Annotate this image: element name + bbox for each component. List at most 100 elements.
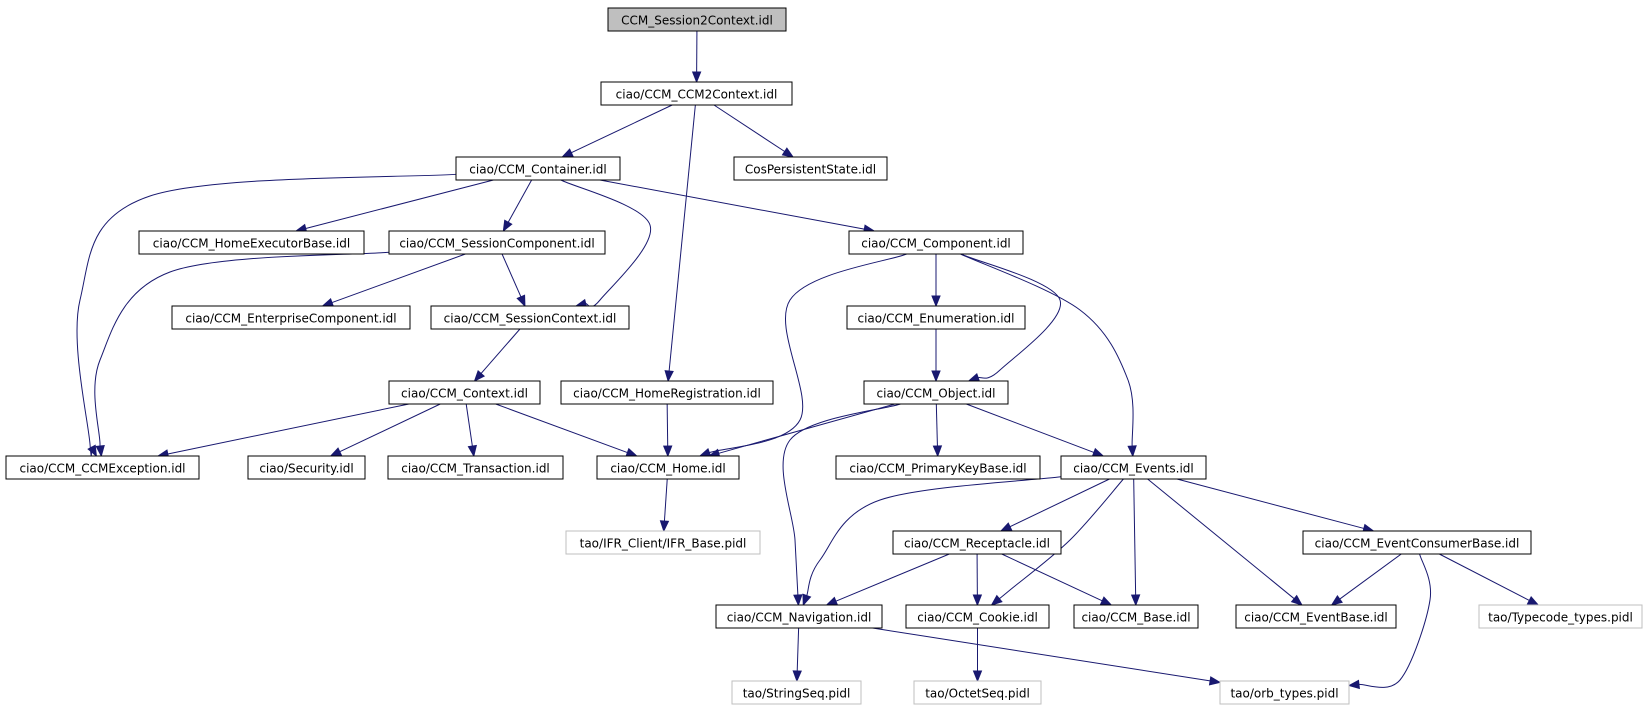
- node-label: ciao/CCM_EnterpriseComponent.idl: [185, 312, 396, 326]
- edge-line: [1009, 478, 1110, 528]
- node-security[interactable]: ciao/Security.idl: [247, 455, 366, 480]
- nodes-layer: CCM_Session2Context.idl ciao/CCM_CCM2Cont…: [5, 7, 1643, 705]
- node-label: ciao/CCM_Component.idl: [861, 237, 1011, 251]
- edge-arrowhead: [659, 520, 670, 533]
- node-sesscomp[interactable]: ciao/CCM_SessionComponent.idl: [388, 230, 606, 255]
- edge-line: [495, 403, 628, 454]
- edge-line: [966, 403, 1095, 453]
- node-transact[interactable]: ciao/CCM_Transaction.idl: [387, 455, 564, 480]
- node-octseq[interactable]: tao/OctetSeq.pidl: [913, 680, 1042, 705]
- edge-root-to-ccm2ctx: [691, 30, 702, 84]
- edge-arrowhead: [662, 445, 673, 458]
- edge-arrowhead: [691, 71, 702, 84]
- edge-arrowhead: [990, 594, 1003, 606]
- node-events[interactable]: ciao/CCM_Events.idl: [1060, 455, 1207, 480]
- node-label: ciao/CCM_Context.idl: [401, 387, 528, 401]
- node-label: ciao/CCM_CCM2Context.idl: [616, 88, 778, 102]
- edge-arrowhead: [932, 445, 943, 458]
- node-box: [1478, 604, 1643, 629]
- edge-line: [599, 179, 865, 230]
- node-evbase[interactable]: ciao/CCM_EventBase.idl: [1235, 604, 1397, 629]
- node-base[interactable]: ciao/CCM_Base.idl: [1073, 604, 1199, 629]
- node-container[interactable]: ciao/CCM_Container.idl: [455, 156, 621, 181]
- edge-ccm2ctx-to-homereg: [664, 104, 696, 383]
- edge-arrowhead: [1127, 445, 1137, 458]
- edge-evconsumer-to-orbtypes: [1347, 553, 1432, 690]
- edge-line: [1176, 478, 1364, 529]
- node-component[interactable]: ciao/CCM_Component.idl: [848, 230, 1024, 255]
- node-enumer[interactable]: ciao/CCM_Enumeration.idl: [846, 305, 1026, 330]
- edge-line: [305, 179, 494, 229]
- node-box: [607, 7, 787, 32]
- node-label: ciao/CCM_Cookie.idl: [917, 611, 1038, 625]
- node-recept[interactable]: ciao/CCM_Receptacle.idl: [892, 530, 1062, 555]
- node-ccm2ctx[interactable]: ciao/CCM_CCM2Context.idl: [600, 81, 793, 106]
- edge-arrowhead: [95, 445, 105, 458]
- edge-events-to-base: [1130, 478, 1141, 607]
- edge-line: [796, 627, 800, 672]
- edge-arrowhead: [329, 447, 343, 457]
- node-label: ciao/CCM_Container.idl: [469, 163, 606, 177]
- edge-arrowhead: [502, 219, 513, 233]
- node-box: [846, 305, 1026, 330]
- edge-arrowhead: [999, 522, 1013, 532]
- edge-events-to-navig: [802, 476, 1062, 607]
- node-box: [596, 455, 740, 480]
- edge-object-to-navig: [782, 403, 901, 607]
- node-box: [565, 530, 761, 555]
- node-label: tao/IFR_Client/IFR_Base.pidl: [580, 537, 747, 551]
- node-evconsumer[interactable]: ciao/CCM_EventConsumerBase.idl: [1302, 530, 1532, 555]
- node-homereg[interactable]: ciao/CCM_HomeRegistration.idl: [560, 380, 774, 405]
- edge-line: [1147, 478, 1295, 600]
- node-box: [5, 455, 200, 480]
- node-pkbase[interactable]: ciao/CCM_PrimaryKeyBase.idl: [835, 455, 1041, 480]
- edge-sesscomp-to-entcomp: [321, 253, 466, 307]
- node-typecode[interactable]: tao/Typecode_types.pidl: [1478, 604, 1643, 629]
- edge-line: [331, 253, 466, 304]
- edge-line: [1001, 553, 1103, 602]
- edge-home-to-ifrbase: [659, 478, 670, 533]
- node-ifrbase[interactable]: tao/IFR_Client/IFR_Base.pidl: [565, 530, 761, 555]
- edge-component-to-home: [698, 253, 907, 457]
- edge-line: [806, 476, 1062, 596]
- node-box: [560, 380, 774, 405]
- node-orbtypes[interactable]: tao/orb_types.pidl: [1219, 680, 1350, 705]
- node-label: ciao/CCM_EventBase.idl: [1244, 611, 1387, 625]
- edge-line: [1358, 553, 1432, 688]
- node-cookie[interactable]: ciao/CCM_Cookie.idl: [905, 604, 1050, 629]
- node-navig[interactable]: ciao/CCM_Navigation.idl: [715, 604, 883, 629]
- edge-line: [835, 553, 950, 602]
- node-object[interactable]: ciao/CCM_Object.idl: [863, 380, 1009, 405]
- node-box: [905, 604, 1050, 629]
- edge-container-to-component: [599, 179, 876, 234]
- edge-container-to-ccmexc: [76, 173, 457, 458]
- node-context[interactable]: ciao/CCM_Context.idl: [388, 380, 541, 405]
- node-ccmexc[interactable]: ciao/CCM_CCMException.idl: [5, 455, 200, 480]
- edge-arrowhead: [1208, 676, 1222, 686]
- node-root[interactable]: CCM_Session2Context.idl: [607, 7, 787, 32]
- node-label: ciao/CCM_Receptacle.idl: [904, 537, 1050, 551]
- node-cospers[interactable]: CosPersistentState.idl: [733, 156, 888, 181]
- edge-line: [935, 403, 938, 447]
- node-strseq[interactable]: tao/StringSeq.pidl: [731, 680, 862, 705]
- node-box: [1302, 530, 1532, 555]
- edge-navig-to-strseq: [792, 627, 802, 683]
- edge-line: [960, 253, 1134, 447]
- edge-events-to-cookie: [990, 478, 1124, 606]
- node-home[interactable]: ciao/CCM_Home.idl: [596, 455, 740, 480]
- edge-arrowhead: [1290, 594, 1303, 606]
- node-entcomp[interactable]: ciao/CCM_EnterpriseComponent.idl: [171, 305, 411, 330]
- edge-line: [709, 253, 907, 454]
- node-label: ciao/CCM_SessionComponent.idl: [399, 237, 594, 251]
- edge-arrowhead: [1091, 447, 1105, 457]
- node-box: [171, 305, 411, 330]
- node-sessctx[interactable]: ciao/CCM_SessionContext.idl: [430, 305, 630, 330]
- node-label: ciao/Security.idl: [259, 462, 353, 476]
- node-box: [848, 230, 1024, 255]
- node-homeexec[interactable]: ciao/CCM_HomeExecutorBase.idl: [138, 230, 365, 255]
- edge-context-to-home: [495, 403, 639, 457]
- node-label: ciao/CCM_HomeExecutorBase.idl: [153, 237, 350, 251]
- edge-line: [507, 179, 533, 223]
- edge-arrowhead: [967, 373, 981, 382]
- edge-recept-to-cookie: [972, 553, 983, 607]
